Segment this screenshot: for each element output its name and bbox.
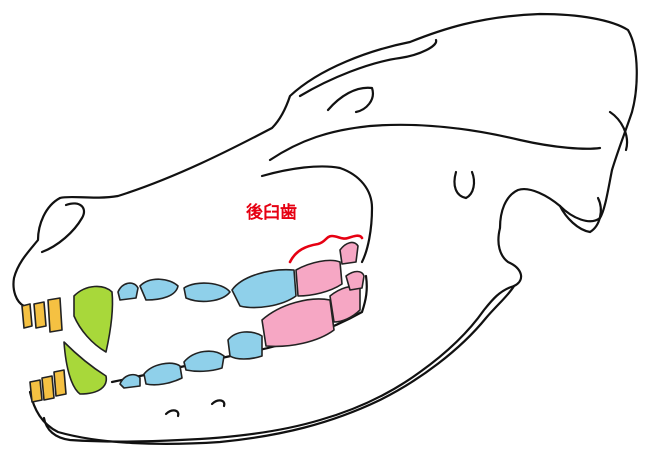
upper-molar-1 <box>296 260 342 296</box>
upper-incisor-2 <box>34 302 46 328</box>
lower-incisor-3 <box>54 370 66 396</box>
upper-molar-2 <box>340 243 358 264</box>
skull-process-2 <box>560 198 601 232</box>
skull-process-1 <box>454 172 474 198</box>
upper-incisor-3 <box>48 298 62 332</box>
upper-premolar-4 <box>232 270 296 308</box>
zygomatic-arch <box>270 125 600 160</box>
nasal-opening <box>42 203 84 252</box>
lower-incisor-1 <box>30 380 42 402</box>
upper-premolar-2 <box>140 279 178 300</box>
molar-label: 後臼歯 <box>246 202 297 223</box>
lower-premolar-3 <box>184 351 224 371</box>
lower-premolar-2 <box>144 363 182 385</box>
upper-premolar-3 <box>184 283 230 301</box>
orbit-outline <box>300 40 436 112</box>
upper-canine <box>74 286 113 352</box>
lower-premolar-1 <box>120 375 140 388</box>
skull-process-3 <box>610 112 627 150</box>
mental-foramen-1 <box>166 410 178 416</box>
lower-canine <box>64 342 106 394</box>
lower-premolar-4 <box>228 332 262 359</box>
upper-premolar-1 <box>118 283 138 300</box>
upper-incisor-1 <box>22 304 32 328</box>
mental-foramen-2 <box>212 400 224 406</box>
lower-molar-3 <box>346 272 364 291</box>
nasal-outline <box>13 198 60 306</box>
lower-incisor-2 <box>42 376 54 400</box>
